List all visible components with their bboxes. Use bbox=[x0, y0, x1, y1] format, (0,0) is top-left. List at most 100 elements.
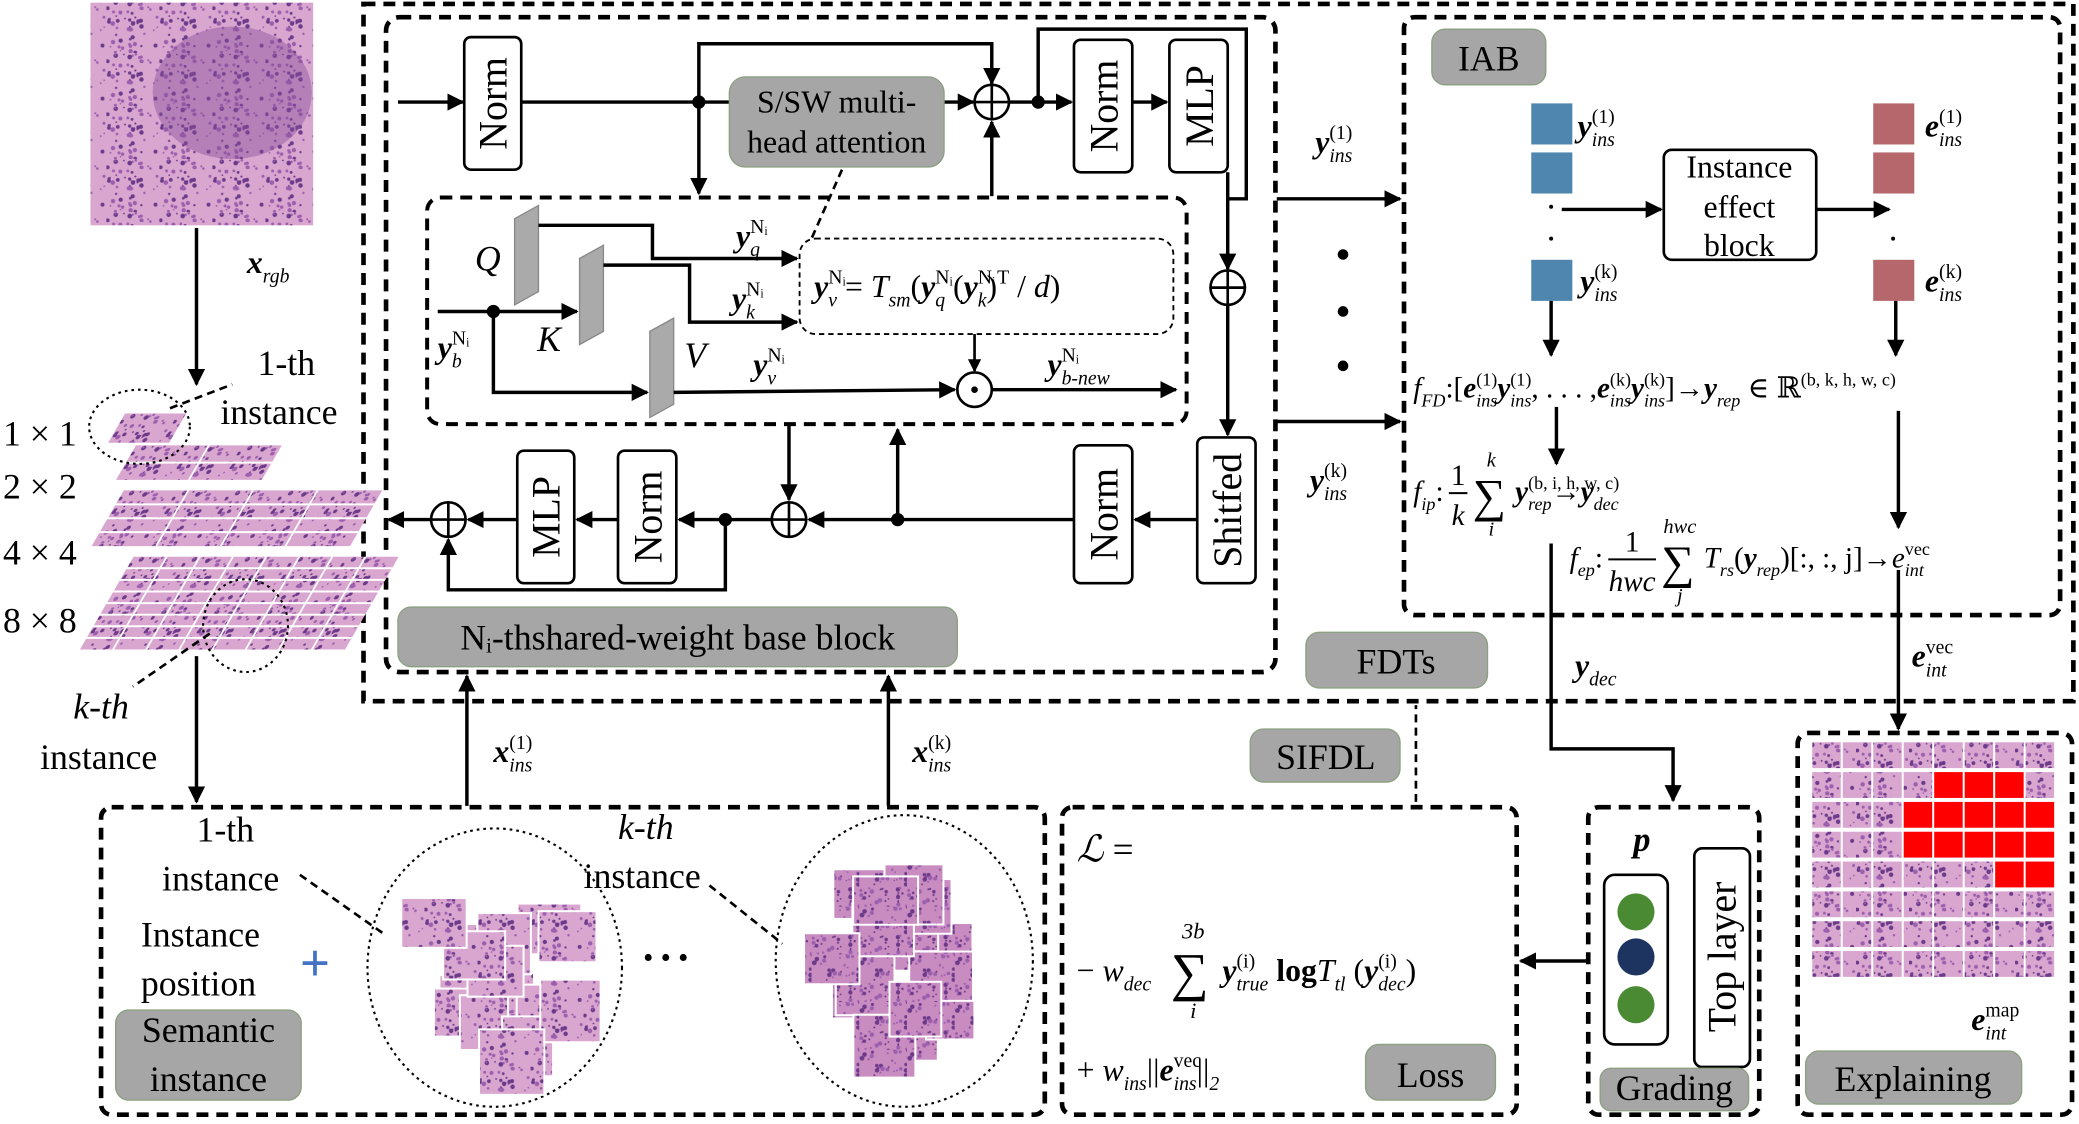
iab-e1-label: e(1)ins bbox=[1925, 106, 1962, 151]
math-part: (1) bbox=[1592, 106, 1615, 128]
math-part: w bbox=[1103, 953, 1124, 988]
math-part: = bbox=[837, 269, 871, 304]
math-part: dec bbox=[1594, 494, 1619, 514]
kth-instance-label-1: k-th bbox=[73, 686, 129, 726]
map-cell bbox=[1903, 951, 1933, 977]
math-part: ins bbox=[509, 755, 532, 777]
math-part: y bbox=[1311, 124, 1330, 159]
grade-node-1 bbox=[1617, 893, 1655, 931]
shifted-label: Shitfed bbox=[1206, 453, 1250, 568]
patch-grid-8 bbox=[79, 556, 399, 650]
math-part: rgb bbox=[263, 266, 290, 288]
math-part: y bbox=[1701, 373, 1718, 405]
mlp-label-1: MLP bbox=[1178, 65, 1222, 147]
instance-feature-k bbox=[1531, 259, 1573, 301]
map-cell bbox=[1812, 742, 1841, 769]
map-cell bbox=[1812, 861, 1841, 888]
mlp-box-2 bbox=[515, 449, 576, 585]
math-part: T bbox=[871, 269, 891, 304]
first-instance-patches bbox=[400, 897, 602, 1096]
math-part: Nᵢ bbox=[767, 345, 785, 367]
math-part: v bbox=[767, 368, 776, 390]
math-part: Nᵢ bbox=[1062, 345, 1080, 367]
math-part: T bbox=[1317, 953, 1337, 988]
instance-feature-2 bbox=[1531, 152, 1573, 194]
math-part: y bbox=[1571, 648, 1590, 683]
math-part: ip bbox=[1421, 494, 1435, 514]
p-label: p bbox=[1630, 821, 1650, 859]
math-part: ins bbox=[1329, 145, 1352, 167]
map-cell bbox=[1903, 772, 1933, 798]
map-cell bbox=[1873, 921, 1902, 948]
norm-label-3: Norm bbox=[1083, 468, 1127, 561]
kth-instance-cluster bbox=[774, 814, 1034, 1108]
math-part: ( bbox=[1734, 542, 1744, 574]
math-part: dec bbox=[1124, 973, 1152, 995]
mlp-box-1 bbox=[1168, 38, 1230, 174]
instance-effect-1 bbox=[1873, 103, 1915, 145]
patch-grid-1 bbox=[108, 413, 187, 443]
wsi-dark-region bbox=[152, 26, 312, 160]
semantic-instance-panel bbox=[98, 804, 1048, 1118]
v-label: V bbox=[684, 335, 710, 375]
highlighted-map-cell bbox=[1964, 801, 1994, 828]
math-part: x bbox=[911, 734, 928, 769]
map-cell bbox=[1995, 742, 2024, 769]
highlighted-map-cell bbox=[2025, 801, 2055, 828]
f-ip-formula: fip:1k∑kiy(b, i, h, w, c)rep→ydec bbox=[1413, 450, 1619, 541]
scale-1x1: 1 × 1 bbox=[3, 413, 77, 453]
map-cell bbox=[1842, 891, 1872, 918]
map-cell bbox=[1873, 772, 1902, 798]
shifted-box bbox=[1195, 436, 1257, 585]
math-part: Nᵢ bbox=[828, 267, 846, 289]
semantic-instance-label-1: Semantic bbox=[142, 1010, 275, 1050]
iab-label: IAB bbox=[1458, 38, 1520, 78]
grading-label: Grading bbox=[1616, 1068, 1733, 1108]
math-part: e bbox=[1597, 373, 1610, 405]
math-part: ( bbox=[1346, 953, 1365, 988]
math-part: ]→ bbox=[1665, 373, 1704, 405]
norm-label-1: Norm bbox=[472, 57, 516, 150]
math-part: T bbox=[1704, 542, 1722, 574]
map-cell bbox=[1995, 891, 2024, 918]
k-projection bbox=[578, 244, 605, 346]
add-icon bbox=[973, 83, 1011, 121]
math-part: v bbox=[828, 289, 837, 311]
sem-kth-instance-2: instance bbox=[584, 856, 701, 896]
y-ins-k-label: y(k)ins bbox=[1306, 460, 1347, 505]
map-cell bbox=[1995, 951, 2024, 977]
norm-box-1 bbox=[462, 35, 523, 171]
math-part: (b, k, h, w, c) bbox=[1801, 369, 1896, 390]
math-part: q bbox=[935, 289, 945, 311]
wsi-image bbox=[90, 2, 314, 226]
map-cell bbox=[1842, 831, 1872, 858]
explaining-label: Explaining bbox=[1835, 1059, 1992, 1099]
math-part: (i) bbox=[1237, 950, 1256, 972]
map-cell bbox=[1964, 861, 1994, 888]
math-part: y bbox=[749, 347, 768, 382]
math-part: → bbox=[1552, 476, 1581, 508]
math-part: || bbox=[1197, 1052, 1210, 1087]
sum-lower: j bbox=[1674, 585, 1683, 607]
math-part: (k) bbox=[1939, 261, 1962, 283]
math-part: )[:, :, j]→ bbox=[1780, 542, 1892, 574]
math-part: ( bbox=[945, 269, 964, 304]
math-part: = bbox=[1103, 830, 1133, 871]
math-part: (1) bbox=[509, 732, 532, 754]
map-cell bbox=[1934, 742, 1963, 769]
x-rgb-label: xrgb bbox=[246, 245, 290, 288]
math-part: Nᵢ bbox=[750, 216, 768, 238]
highlighted-map-cell bbox=[1964, 831, 1994, 858]
math-part: int bbox=[1926, 659, 1947, 681]
v-projection bbox=[649, 316, 675, 419]
math-part: y bbox=[1043, 347, 1062, 382]
attention-label-1: S/SW multi- bbox=[757, 85, 916, 120]
iab-ek-label: e(k)ins bbox=[1925, 261, 1962, 306]
grade-node-3 bbox=[1617, 986, 1655, 1024]
math-part: ins bbox=[1939, 284, 1962, 306]
map-cell bbox=[1934, 861, 1963, 888]
semantic-instance-label-2: instance bbox=[150, 1059, 267, 1099]
